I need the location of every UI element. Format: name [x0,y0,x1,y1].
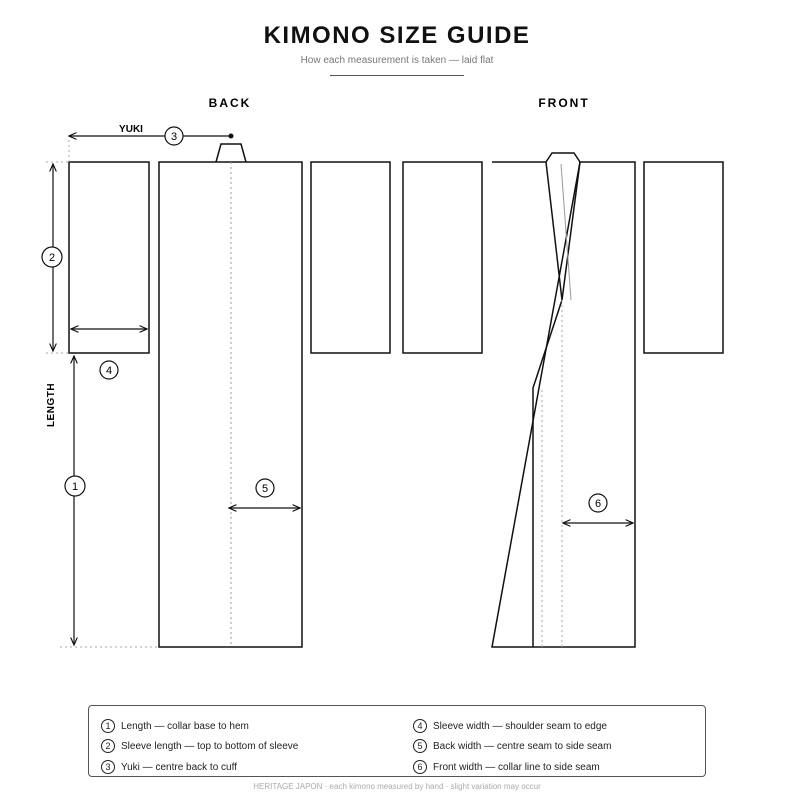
page-subtitle: How each measurement is taken — laid fla… [300,55,494,66]
svg-text:5: 5 [262,483,268,495]
front-collar [545,152,581,163]
svg-text:2: 2 [49,252,55,264]
marker-2: 2 [41,246,63,268]
page-title: KIMONO SIZE GUIDE [263,22,531,49]
back-view [68,143,391,648]
marker-3: 3 [164,126,184,146]
title-divider [330,75,464,76]
back-body [158,161,303,648]
front-view [402,152,724,648]
marker-6: 6 [588,493,608,513]
legend-item: 1 Length — collar base to hem [101,719,249,733]
front-right-sleeve [643,161,724,354]
marker-1: 1 [64,475,86,497]
legend-item: 4 Sleeve width — shoulder seam to edge [413,719,607,733]
length-label: LENGTH [46,383,57,427]
kimono-diagram: BACK FRONT [41,96,724,648]
legend-number: 5 [413,739,427,753]
legend-text: Yuki — centre back to cuff [121,761,237,773]
legend-text: Sleeve width — shoulder seam to edge [433,720,607,732]
svg-text:3: 3 [171,131,177,143]
back-collar [215,143,247,163]
legend-text: Sleeve length — top to bottom of sleeve [121,740,299,752]
legend-number: 2 [101,739,115,753]
svg-text:6: 6 [595,498,601,510]
legend-number: 6 [413,760,427,774]
yuki-label: YUKI [119,124,143,135]
legend-item: 5 Back width — centre seam to side seam [413,739,611,753]
marker-5: 5 [255,478,275,498]
svg-text:4: 4 [106,365,112,377]
legend: 1 Length — collar base to hem 2 Sleeve l… [88,705,706,777]
front-view-label: FRONT [538,96,589,110]
back-right-sleeve [310,161,391,354]
legend-text: Back width — centre seam to side seam [433,740,612,752]
legend-text: Front width — collar line to side seam [433,761,600,773]
svg-text:1: 1 [72,481,78,493]
marker-4: 4 [99,360,119,380]
front-body [491,161,636,648]
legend-text: Length — collar base to hem [121,720,249,732]
legend-item: 3 Yuki — centre back to cuff [101,760,237,774]
legend-number: 1 [101,719,115,733]
back-view-label: BACK [209,96,252,110]
front-collar-fold [560,163,572,301]
legend-item: 2 Sleeve length — top to bottom of sleev… [101,739,298,753]
legend-number: 3 [101,760,115,774]
legend-item: 6 Front width — collar line to side seam [413,760,600,774]
back-left-sleeve [68,161,150,354]
front-neckline [545,161,581,301]
footer-note: HERITAGE JAPON · each kimono measured by… [253,782,541,791]
front-left-sleeve [402,161,483,354]
front-overlap-edge [532,299,563,647]
yuki-centre-dot [228,133,234,139]
legend-number: 4 [413,719,427,733]
